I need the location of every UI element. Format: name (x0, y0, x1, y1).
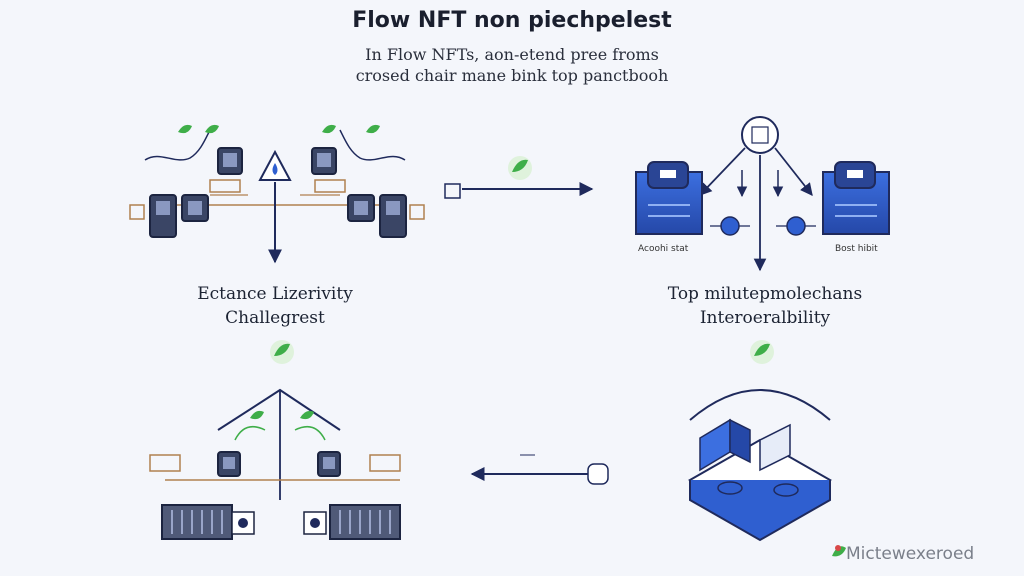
left-label-line-1: Ectance Lizerivity (197, 284, 353, 304)
chip-icon (149, 194, 177, 238)
right-node-label: Bost hibit (835, 244, 878, 254)
top-left-cluster (129, 124, 425, 264)
vine-icon (144, 129, 211, 161)
plug-icon (369, 454, 401, 472)
relay-node-icon (710, 216, 750, 236)
chip-icon (217, 147, 243, 175)
vine-icon (234, 425, 266, 441)
top-right-cluster (635, 116, 890, 272)
plug-icon (149, 454, 181, 472)
watermark-text: Mictewexeroed (846, 544, 975, 564)
leaf-icon (178, 124, 192, 134)
subtitle-line-1: In Flow NFTs, aon-etend pree froms (365, 45, 659, 64)
token-inner (751, 126, 769, 144)
server-box-icon (822, 161, 890, 235)
server-rack-icon (303, 504, 401, 540)
vine-icon (339, 129, 406, 161)
top-connector (444, 156, 594, 199)
green-leaf-badge-icon (508, 156, 532, 180)
green-leaf-badge-icon (270, 340, 294, 364)
hand-icon (587, 463, 609, 485)
plug-icon (209, 179, 241, 193)
leaf-icon (205, 124, 219, 134)
bottom-left-cluster (149, 388, 401, 540)
leaf-icon (366, 124, 380, 134)
chip-icon (217, 451, 241, 477)
vine-icon (294, 425, 326, 441)
plug-icon (129, 204, 145, 220)
relay-node-icon (776, 216, 816, 236)
chip-icon (181, 194, 209, 222)
right-label-line-2: Interoeralbility (699, 308, 831, 328)
chip-icon (311, 147, 337, 175)
leaf-icon (322, 124, 336, 134)
server-box-icon (635, 161, 703, 235)
watermark-logo-icon (832, 545, 846, 557)
diagram-subtitle: In Flow NFTs, aon-etend pree froms crose… (0, 44, 1024, 86)
plug-icon (314, 179, 346, 193)
server-rack-icon (161, 504, 255, 540)
left-section-label: Ectance Lizerivity Challegrest (140, 282, 410, 330)
green-leaf-badge-icon (750, 340, 774, 364)
hand-icon (444, 183, 461, 199)
diagram-title: Flow NFT non piechpelest (352, 8, 672, 33)
left-node-label: Acoohi stat (638, 244, 689, 254)
chip-icon (317, 451, 341, 477)
subtitle-line-2: crosed chair mane bink top panctbooh (355, 66, 669, 85)
water-drop-icon (258, 149, 292, 181)
left-label-line-2: Challegrest (225, 308, 325, 328)
chip-icon (347, 194, 375, 222)
plug-icon (409, 204, 425, 220)
right-label-line-1: Top milutepmolechans (667, 284, 863, 304)
right-section-label: Top milutepmolechans Interoeralbility (610, 282, 920, 330)
chip-icon (379, 194, 407, 238)
isometric-datacenter-icon (687, 389, 833, 542)
bottom-connector (470, 454, 609, 485)
leaf-icon (300, 410, 314, 420)
leaf-icon (250, 410, 264, 420)
